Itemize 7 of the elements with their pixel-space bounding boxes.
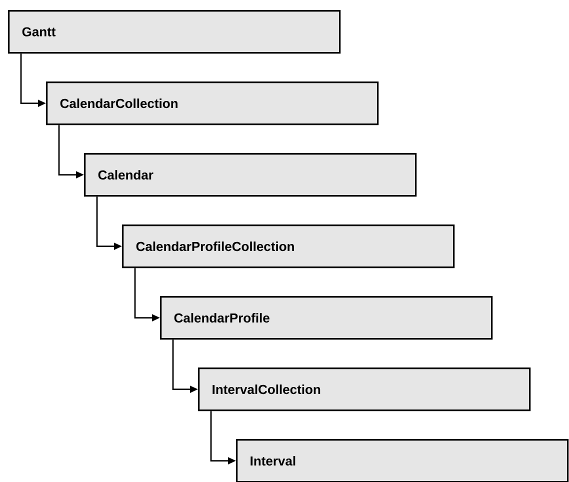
class-box: Calendar (84, 153, 417, 197)
class-box: CalendarCollection (46, 82, 379, 126)
class-box: Gantt (8, 10, 341, 54)
class-box: IntervalCollection (198, 368, 531, 412)
class-box: CalendarProfileCollection (122, 224, 455, 268)
class-box: CalendarProfile (160, 296, 493, 340)
class-box: Interval (236, 439, 569, 482)
